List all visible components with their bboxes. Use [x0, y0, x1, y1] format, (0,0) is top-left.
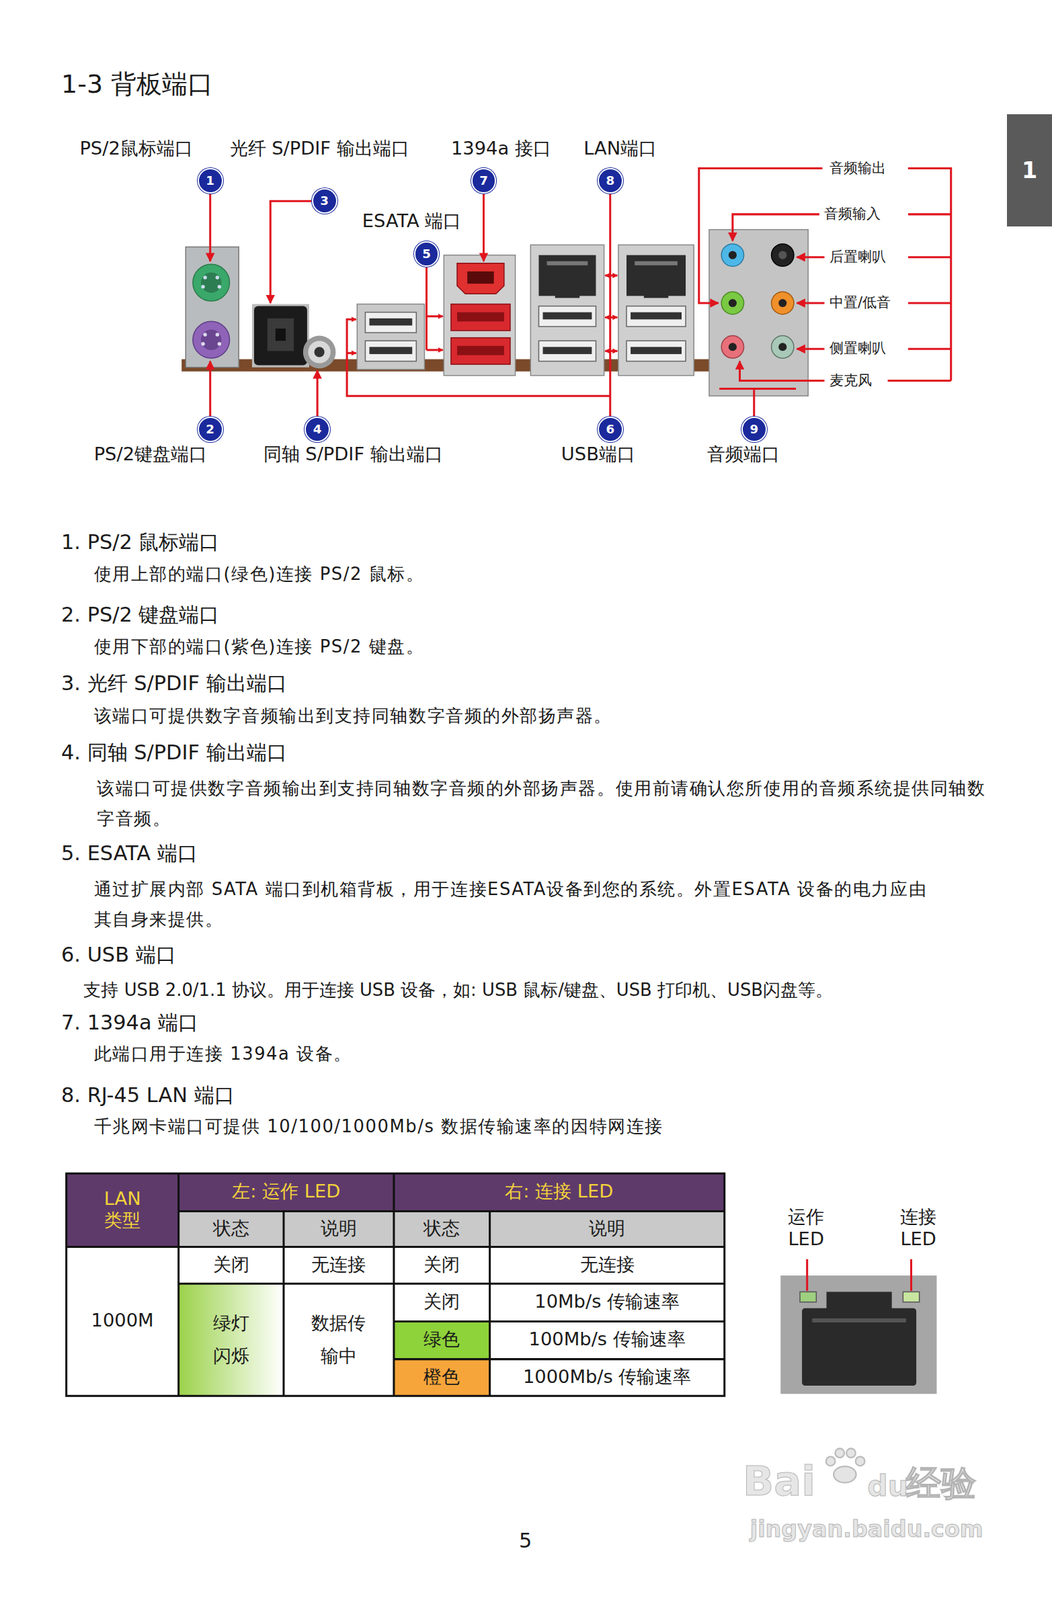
callout-number: 3: [311, 188, 338, 214]
watermark: jingyan.baidu.com: [750, 1516, 984, 1544]
item-body: 该端口可提供数字音频输出到支持同轴数字音频的外部扬声器。使用前请确认您所使用的音…: [96, 773, 995, 835]
callout-text: 1: [205, 174, 215, 187]
table-cell: 关闭: [423, 1291, 460, 1314]
coax-port: [303, 336, 337, 370]
watermark: Bai: [742, 1457, 816, 1507]
table-cell: 绿灯 闪烁: [207, 1306, 255, 1373]
item-heading: 3. 光纤 S/PDIF 输出端口: [61, 671, 287, 696]
callout-text: 8: [605, 174, 615, 187]
table-subheader: 说明: [588, 1218, 626, 1241]
item-body: 该端口可提供数字音频输出到支持同轴数字音频的外部扬声器。: [94, 705, 613, 727]
callout-text: 2: [205, 423, 215, 436]
table-cell: 无连接: [311, 1254, 366, 1277]
watermark-paw: [826, 1449, 866, 1484]
table-cell: 橙色: [423, 1366, 460, 1389]
led-label: 连接 LED: [894, 1206, 943, 1251]
rj45-led-picture: [780, 1259, 937, 1395]
item-heading: 8. RJ-45 LAN 端口: [61, 1083, 234, 1108]
callout-text: 5: [422, 248, 431, 261]
item-body: 使用下部的端口(紫色)连接 PS/2 键盘。: [94, 636, 425, 658]
led-label: 运作 LED: [782, 1206, 831, 1251]
callout-number: 8: [597, 168, 624, 194]
callout-number: 5: [414, 241, 440, 267]
table-cell: 10Mb/s 传输速率: [534, 1291, 680, 1314]
callout-number: 9: [741, 416, 767, 443]
port-label: LAN端口: [583, 137, 657, 160]
item-heading: 4. 同轴 S/PDIF 输出端口: [61, 740, 287, 765]
audio-label: 音频输入: [824, 205, 881, 223]
table-header: 右: 连接 LED: [504, 1181, 614, 1204]
port-label: PS/2鼠标端口: [79, 137, 193, 160]
item-body: 支持 USB 2.0/1.1 协议。用于连接 USB 设备，如: USB 鼠标/…: [83, 975, 1048, 1006]
audio-label: 中置/低音: [829, 293, 891, 312]
table-subheader: 状态: [423, 1218, 460, 1241]
callout-text: 4: [313, 423, 322, 436]
port-label: PS/2键盘端口: [94, 443, 208, 466]
audio-label: 音频输出: [829, 159, 886, 177]
table-cell: 数据传 输中: [307, 1306, 371, 1373]
chapter-tab: 1: [1006, 114, 1052, 227]
port-label: 1394a 接口: [451, 137, 552, 160]
port-label: USB端口: [561, 443, 636, 466]
item-heading: 2. PS/2 键盘端口: [61, 602, 220, 628]
item-heading: 5. ESATA 端口: [61, 841, 198, 866]
callout-number: 7: [471, 168, 497, 194]
tab-text: 1: [1021, 159, 1038, 182]
optical-port: [252, 304, 310, 368]
item-body: 使用上部的端口(绿色)连接 PS/2 鼠标。: [94, 563, 425, 585]
callout-text: 7: [479, 174, 489, 187]
table-cell: 关闭: [423, 1254, 460, 1277]
callout-number: 2: [197, 416, 224, 443]
table-cell: 绿色: [423, 1328, 460, 1352]
callout-text: 3: [319, 194, 329, 208]
callout-text: 9: [749, 423, 759, 436]
audio-label: 后置喇叭: [829, 248, 886, 266]
table-header: LAN 类型: [98, 1188, 147, 1233]
table-cell: 1000M: [91, 1310, 154, 1333]
esata-1394-stack: [443, 255, 515, 376]
item-body: 此端口用于连接 1394a 设备。: [94, 1043, 353, 1065]
page-number: 5: [518, 1529, 532, 1554]
audio-label: 侧置喇叭: [829, 339, 886, 357]
callout-number: 1: [197, 168, 224, 194]
table-cell: 无连接: [580, 1254, 635, 1277]
item-heading: 7. 1394a 端口: [61, 1010, 199, 1036]
callout-number: 4: [304, 416, 331, 443]
callout-text: 6: [605, 423, 615, 436]
item-heading: 1. PS/2 鼠标端口: [61, 530, 220, 555]
item-body: 通过扩展内部 SATA 端口到机箱背板，用于连接ESATA设备到您的系统。外置E…: [94, 874, 932, 936]
led-table-grid: [66, 1173, 725, 1397]
table-cell: 1000Mb/s 传输速率: [522, 1366, 692, 1389]
table-header: 左: 运作 LED: [231, 1181, 341, 1204]
table-cell: 关闭: [213, 1254, 250, 1277]
table-subheader: 状态: [213, 1218, 250, 1241]
port-label: 音频端口: [707, 443, 780, 466]
table-cell: 100Mb/s 传输速率: [529, 1328, 686, 1352]
ps2-ports: [185, 246, 239, 368]
audio-jacks: [709, 229, 808, 397]
port-label: 同轴 S/PDIF 输出端口: [263, 443, 443, 466]
red-leader-lines: [210, 168, 952, 417]
page-title: 1-3 背板端口: [61, 69, 214, 101]
watermark: 经验: [906, 1463, 977, 1506]
watermark: du: [867, 1469, 909, 1504]
callout-number: 6: [597, 416, 624, 443]
table-subheader: 说明: [320, 1218, 357, 1241]
port-label: ESATA 端口: [362, 210, 462, 233]
item-body: 千兆网卡端口可提供 10/100/1000Mb/s 数据传输速率的因特网连接: [94, 1116, 664, 1138]
lan-usb-stack: [530, 244, 694, 376]
audio-label: 麦克风: [829, 371, 872, 390]
item-heading: 6. USB 端口: [61, 943, 177, 968]
port-label: 光纤 S/PDIF 输出端口: [229, 137, 410, 160]
usb-stack: [356, 304, 425, 370]
